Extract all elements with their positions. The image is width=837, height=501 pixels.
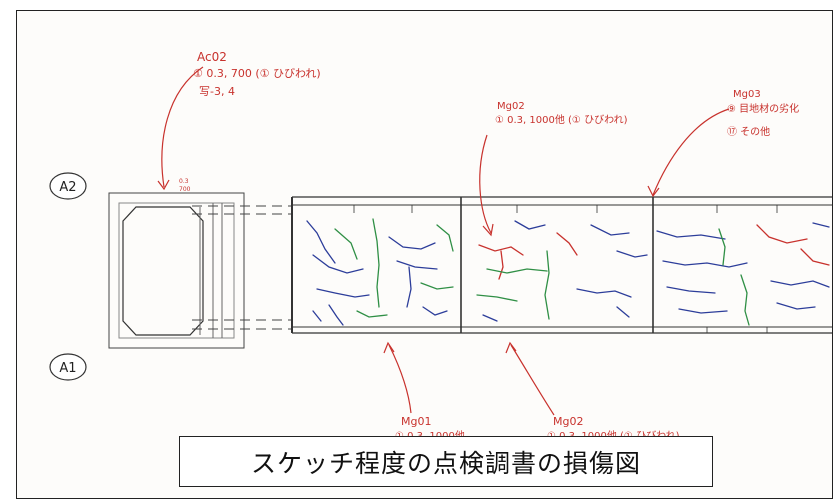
abutment-a1-label: A1	[59, 361, 76, 376]
note-ac02: Ac02 ① 0.3, 700 (① ひびわれ) 写-3, 4	[193, 50, 321, 98]
cracks-panel-2	[476, 220, 648, 322]
note-mg02-bottom-line-1: Mg02	[553, 415, 583, 428]
cracks-panel-3	[656, 222, 830, 326]
note-ac02-small-line-1: 0.3	[179, 178, 189, 185]
note-ac02-line-2: ① 0.3, 700 (① ひびわれ)	[193, 67, 321, 80]
abutment-a2: A2	[49, 172, 87, 200]
sketch-frame: A2 A1	[16, 10, 833, 499]
note-ac02-small-line-2: 700	[179, 186, 191, 193]
note-mg03-line-1: Mg03	[733, 89, 761, 100]
note-ac02-small: 0.3 700	[179, 178, 191, 193]
figure-caption: スケッチ程度の点検調書の損傷図	[179, 436, 713, 487]
annotation-arrows	[157, 66, 730, 416]
note-ac02-line-1: Ac02	[197, 50, 227, 64]
abutment-a2-label: A2	[59, 180, 76, 195]
note-mg02-top: Mg02 ① 0.3, 1000他 (① ひびわれ)	[495, 101, 628, 126]
girder-plan	[291, 196, 832, 334]
abutment-a1: A1	[49, 353, 87, 381]
note-ac02-line-3: 写-3, 4	[199, 85, 235, 98]
note-mg02-top-line-1: Mg02	[497, 101, 525, 112]
note-mg03-line-2: ⑨ 目地材の劣化	[727, 102, 799, 115]
abutment-section	[108, 192, 245, 349]
damage-sketch: A2 A1	[49, 50, 832, 442]
note-mg01-line-1: Mg01	[401, 415, 431, 428]
note-mg03: Mg03 ⑨ 目地材の劣化 ⑰ その他	[727, 89, 799, 138]
cracks-panel-1	[306, 218, 454, 326]
note-mg03-line-3: ⑰ その他	[727, 125, 770, 138]
dashed-joint-lines	[192, 205, 292, 330]
note-mg02-top-line-2: ① 0.3, 1000他 (① ひびわれ)	[495, 113, 628, 126]
